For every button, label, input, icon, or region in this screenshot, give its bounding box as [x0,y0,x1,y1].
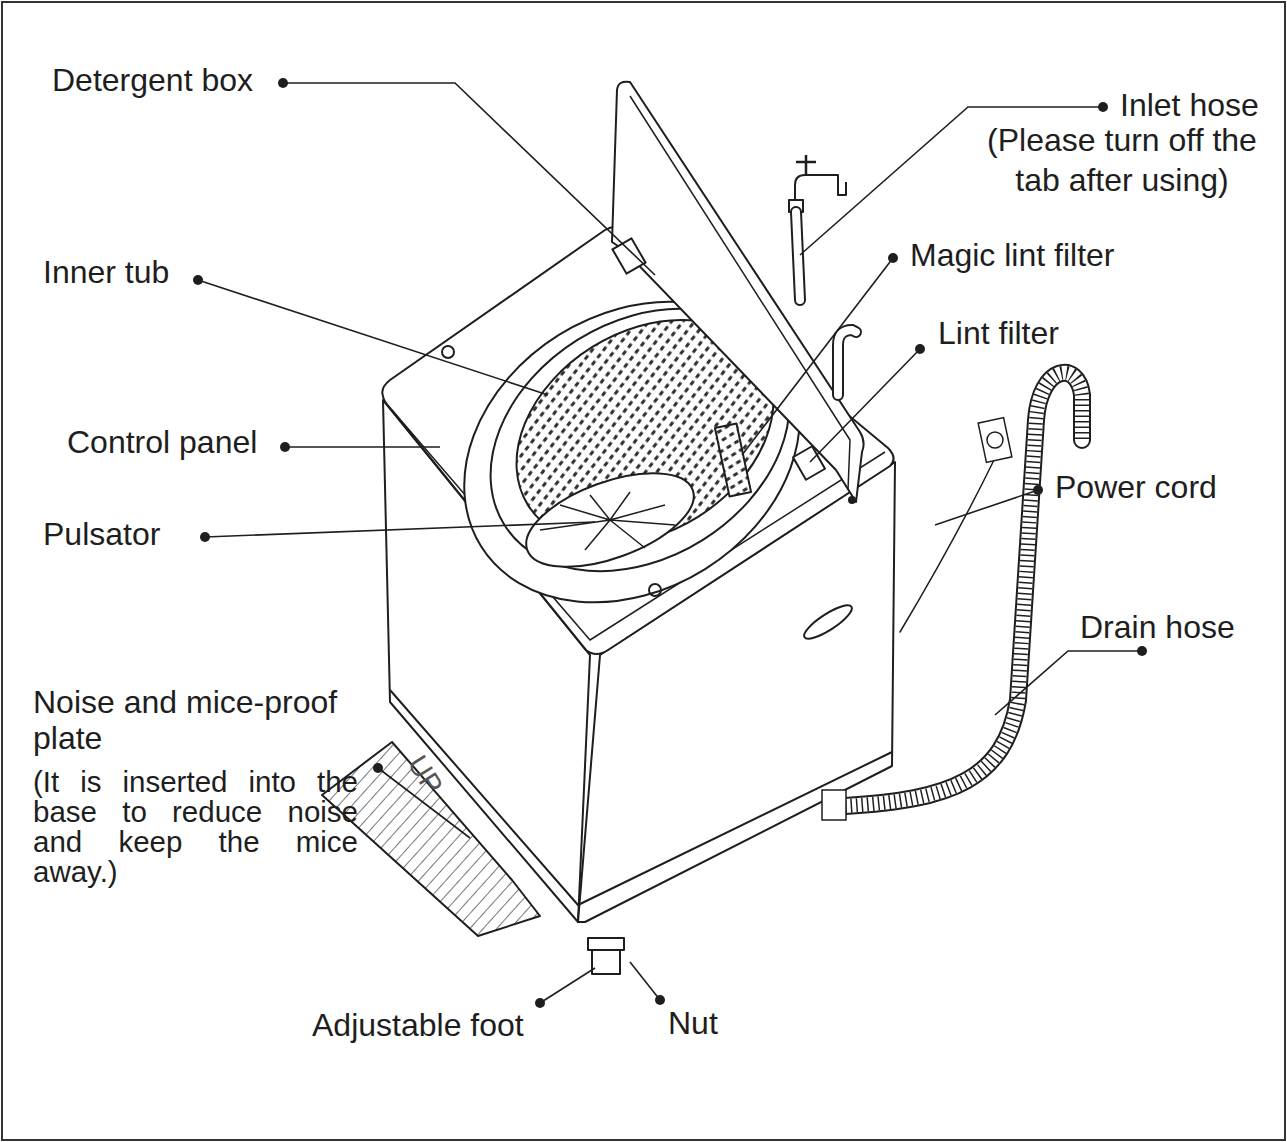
leader-dots [193,78,1147,1008]
handle-slot [800,600,856,644]
part-label: Control panel [67,424,287,460]
faucet [795,175,846,200]
part-label: Inlet hose [1120,87,1280,123]
leader-lines [198,83,1142,1003]
hinge [612,238,645,273]
part-label: Adjustable foot [312,1007,552,1043]
lid [612,82,864,502]
part-label: Inner tub [43,254,203,290]
part-label: Lint filter [938,315,1138,351]
part-label: Pulsator [43,516,203,552]
part-label: Noise and mice-proof plate [33,684,363,756]
rim-dot [649,584,661,596]
pulsator-fins [540,492,675,550]
hoses [796,212,1082,820]
machine-outline [322,82,895,974]
tub-opening [408,241,856,664]
faucet-handle [796,155,816,175]
note-text: (It is inserted into the base to reduce … [33,767,358,887]
base-line [390,690,892,905]
nut [588,938,624,950]
part-label: Nut [668,1005,748,1041]
indicator [849,497,855,503]
part-label: Power cord [1055,469,1255,505]
note-text: (Please turn off the tab after using) [972,120,1272,200]
part-label: Drain hose [1080,609,1280,645]
foot [592,950,620,974]
part-label: Magic lint filter [910,237,1170,273]
part-label: Detergent box [52,62,282,98]
pulsator [514,454,705,586]
rim-dot [442,346,454,358]
lid-edge [630,96,850,490]
magic-filter [715,423,751,496]
